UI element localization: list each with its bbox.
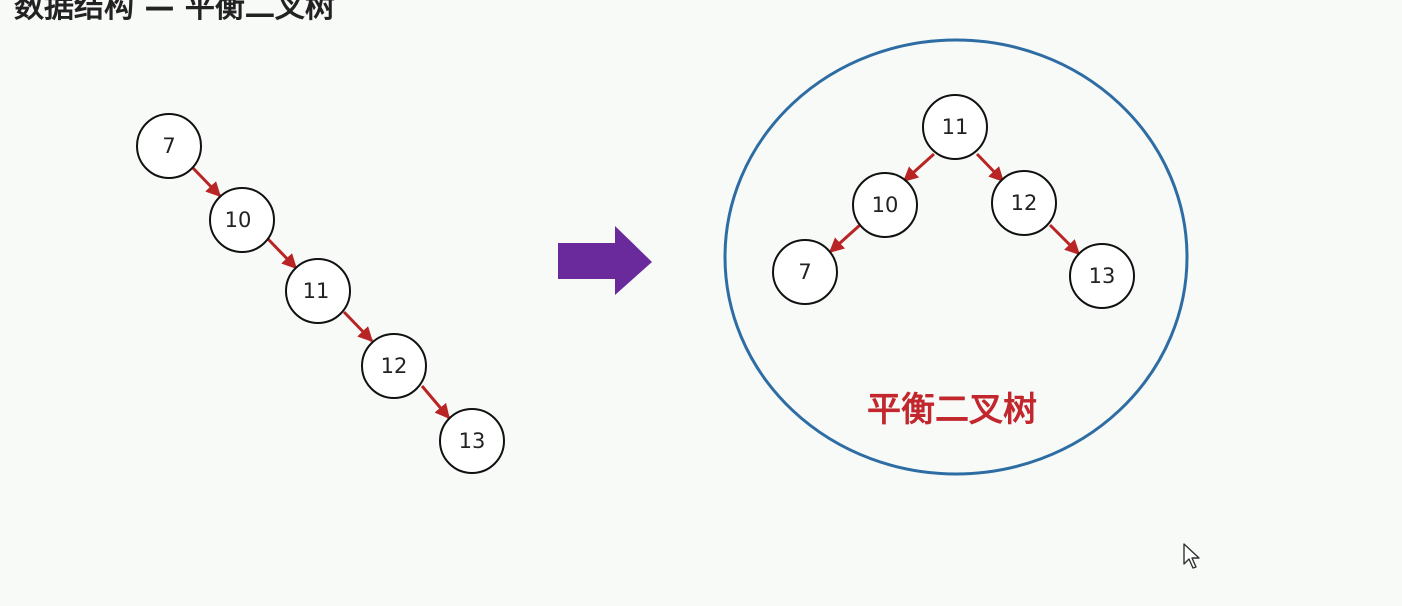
balanced-tree: 11 10 12 7 13 [772,94,1135,309]
node-10: 10 [852,172,918,238]
node-12: 12 [361,333,427,399]
node-12-label: 12 [381,354,408,378]
node-13: 13 [1069,243,1135,309]
edge-11-12 [342,310,374,343]
edge-12-13 [1048,223,1081,256]
node-7-label: 7 [798,260,811,284]
node-12-label: 12 [1011,191,1038,215]
slide-title: 数据结构 — 平衡二叉树 [14,0,335,25]
balanced-tree-label: 平衡二叉树 [867,390,1037,430]
node-10-label: 10 [872,193,899,217]
node-11: 11 [285,258,351,324]
edge-11-10 [902,152,936,183]
edge-11-12 [975,152,1005,183]
node-13: 13 [439,408,505,474]
node-7: 7 [772,239,838,305]
edge-10-11 [266,237,298,270]
edge-12-13 [420,385,451,420]
node-13-label: 13 [459,429,486,453]
node-7: 7 [136,113,202,179]
node-11-label: 11 [942,115,969,139]
node-13-label: 13 [1089,264,1116,288]
node-12: 12 [991,170,1057,236]
edge-10-7 [828,223,862,254]
balanced-tree-enclosure [723,38,1189,476]
right-arrow-icon [558,226,652,295]
node-10: 10 [209,187,275,253]
node-7-label: 7 [162,134,175,158]
node-10-label: 10 [225,208,252,232]
edge-7-10 [190,165,222,198]
node-11-label: 11 [303,279,330,303]
node-11: 11 [922,94,988,160]
unbalanced-tree: 7 10 11 12 13 [136,113,505,474]
mouse-cursor-icon [1183,543,1200,569]
